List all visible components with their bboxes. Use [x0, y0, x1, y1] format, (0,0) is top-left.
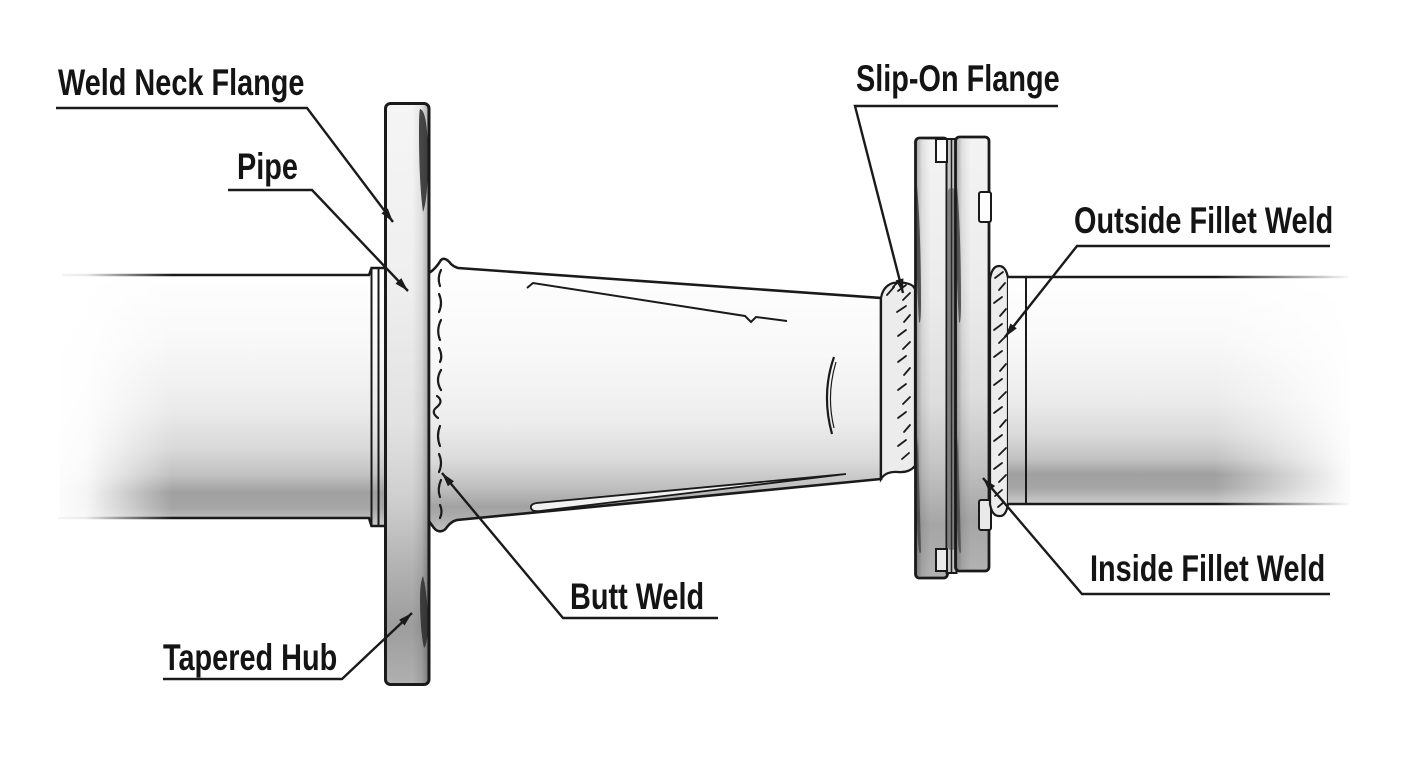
- left-flange-bore-arc-top: [916, 186, 921, 323]
- leader-slip-on-flange: [853, 104, 1058, 294]
- label-inside-fillet-weld: Inside Fillet Weld: [1090, 548, 1326, 589]
- arrow-butt-weld: [442, 473, 454, 487]
- right-flange-bore-arc-top: [956, 186, 961, 323]
- arrow-slip-on-flange: [895, 278, 904, 293]
- central-pipe-body: [427, 257, 883, 533]
- central-pipe-highlight-top: [526, 281, 788, 324]
- bolt-notch-left-bottom: [935, 548, 948, 572]
- left-flange-bore-arc-bottom: [916, 436, 921, 553]
- leader-outside-fillet-weld: [1004, 244, 1330, 338]
- back-fillet-weld: [988, 264, 1010, 518]
- left-pipe: [40, 258, 386, 538]
- central-pipe-highlight-lens: [825, 356, 836, 435]
- arrow-inside-fillet-weld: [983, 478, 996, 492]
- bolt-notch-right-top: [978, 191, 992, 223]
- label-slip-on-flange: Slip-On Flange: [856, 58, 1060, 99]
- weld-neck-flange-bore-arc-top: [419, 109, 428, 212]
- leader-pipe: [228, 188, 409, 292]
- arrow-outside-fillet-weld: [1005, 323, 1017, 337]
- label-tapered-hub: Tapered Hub: [163, 637, 338, 678]
- right-pipe-fade: [1215, 258, 1390, 520]
- weld-neck-flange-drawing: [384, 102, 431, 686]
- bolt-notch-left-top: [935, 138, 948, 163]
- right-pipe: [1008, 258, 1390, 520]
- label-pipe: Pipe: [237, 146, 298, 187]
- leader-arrowheads: [381, 208, 1017, 626]
- arrow-pipe: [395, 278, 408, 291]
- arrow-tapered-hub: [399, 613, 412, 626]
- leader-butt-weld: [441, 472, 718, 620]
- central-pipe-highlight-lens-inner: [829, 361, 837, 429]
- tapered-hub-pipe: [427, 257, 883, 533]
- flange-gap-shadow: [948, 188, 955, 550]
- bolt-notch-right-bottom: [978, 499, 992, 531]
- label-outside-fillet-weld: Outside Fillet Weld: [1074, 200, 1334, 241]
- left-pipe-fade: [40, 258, 172, 538]
- arrow-weld-neck-flange: [381, 208, 393, 222]
- right-flange-bore-arc-bottom: [956, 436, 961, 553]
- central-pipe-highlight-bottom: [529, 473, 847, 513]
- front-fillet-weld-hatching: [886, 280, 911, 460]
- label-weld-neck-flange: Weld Neck Flange: [58, 62, 305, 103]
- leader-inside-fillet-weld: [982, 477, 1330, 596]
- weld-neck-flange-edge-shade: [412, 105, 428, 683]
- back-fillet-weld-hatching: [993, 271, 1007, 508]
- butt-weld-line: [432, 268, 443, 520]
- weld-neck-flange-bore-arc-bottom: [420, 576, 428, 648]
- leader-lines: [56, 104, 1330, 681]
- leader-tapered-hub: [163, 612, 413, 681]
- slip-on-flange-pair: [879, 135, 1010, 580]
- leader-weld-neck-flange: [56, 106, 394, 223]
- label-butt-weld: Butt Weld: [570, 576, 705, 617]
